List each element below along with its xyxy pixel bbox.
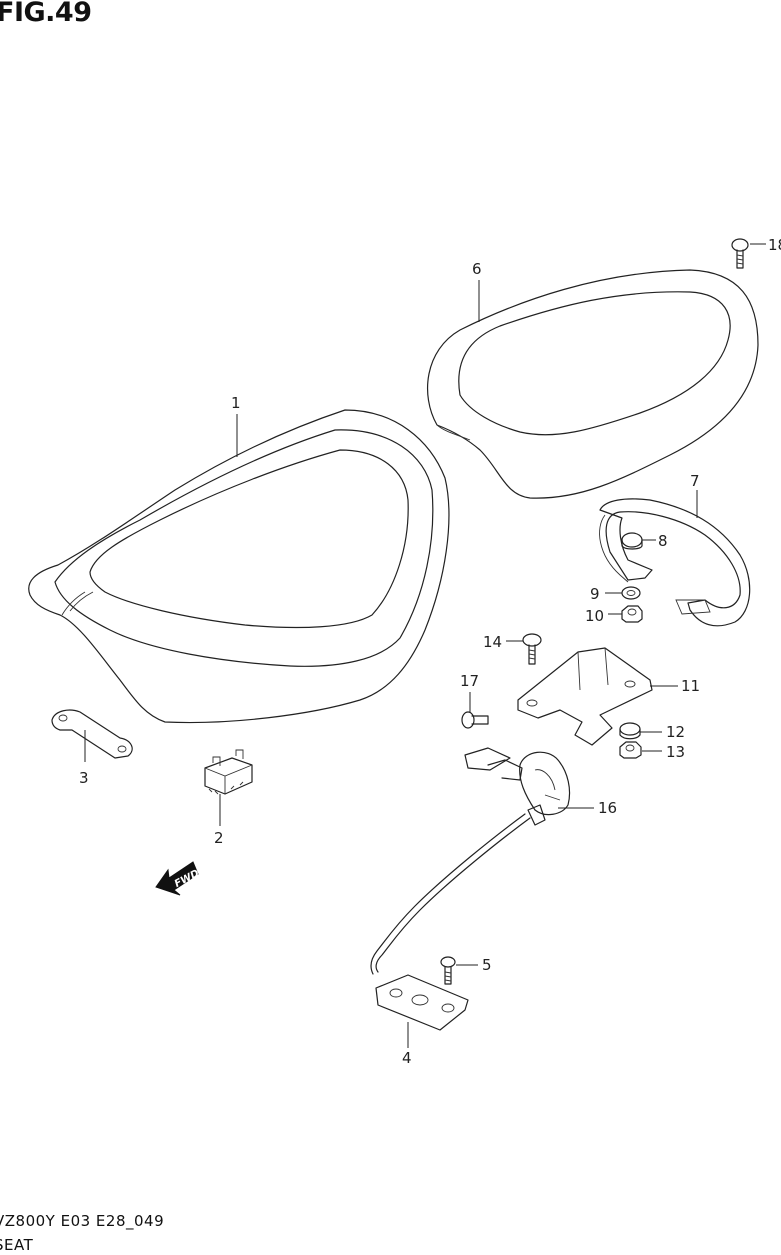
screw-17 (461, 711, 489, 729)
callout-7: 7 (690, 472, 700, 490)
clamp-2 (204, 749, 253, 795)
callout-18: 18 (768, 236, 781, 254)
screw-18 (731, 238, 749, 269)
callout-12: 12 (666, 723, 685, 741)
rear-seat (426, 269, 759, 499)
nut-10 (621, 605, 643, 623)
leader-lines (84, 243, 766, 1048)
callout-6: 6 (472, 260, 482, 278)
front-seat (28, 409, 450, 724)
nut-8 (621, 532, 643, 550)
callout-labels: 6 1 18 7 8 9 10 14 11 17 12 13 16 3 2 4 … (79, 236, 781, 1067)
screw-5 (440, 956, 456, 985)
nut-13 (619, 741, 642, 759)
callout-16: 16 (598, 799, 617, 817)
callout-4: 4 (402, 1049, 412, 1067)
callout-13: 13 (666, 743, 685, 761)
callout-2: 2 (214, 829, 224, 847)
lock-actuator (375, 974, 469, 1031)
seat-lock-cable (370, 813, 531, 975)
callout-17: 17 (460, 672, 479, 690)
seat-lock-assembly (464, 747, 571, 826)
callout-8: 8 (658, 532, 668, 550)
model-code: VZ800Y E03 E28_049 (0, 1212, 165, 1230)
washer-9 (621, 586, 641, 600)
bolt-14 (522, 633, 542, 665)
bracket-3 (51, 709, 133, 759)
seat-belt-strap (599, 498, 751, 627)
fwd-direction-arrow: FWD (155, 861, 201, 896)
callout-10: 10 (585, 607, 604, 625)
callout-9: 9 (590, 585, 600, 603)
callout-1: 1 (231, 394, 241, 412)
callout-14: 14 (483, 633, 502, 651)
seat-lock-bracket (517, 647, 653, 746)
callout-5: 5 (482, 956, 492, 974)
section-name: SEAT (0, 1236, 34, 1254)
callout-11: 11 (681, 677, 700, 695)
nut-12 (619, 722, 641, 740)
callout-3: 3 (79, 769, 89, 787)
figure-title: FIG.49 (0, 0, 92, 28)
